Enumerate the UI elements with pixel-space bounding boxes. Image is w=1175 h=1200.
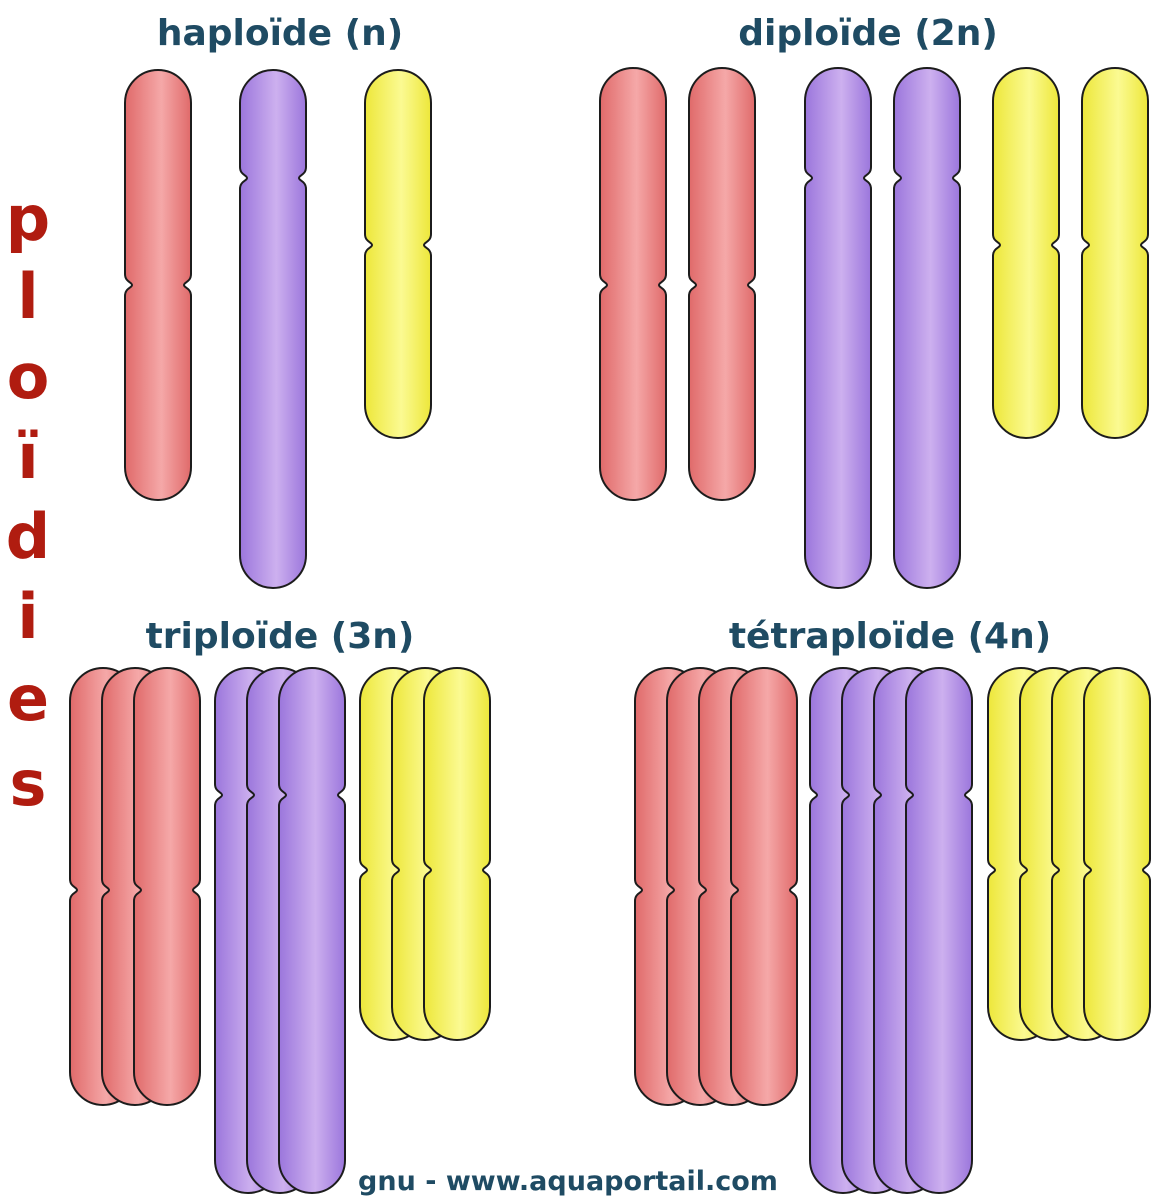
- side-letter-6: i: [17, 580, 38, 653]
- chromosome-purple-a: [804, 67, 872, 589]
- panel-haploid: [124, 69, 432, 589]
- chromosome-yellow-b: [1081, 67, 1149, 439]
- title-tetraploid: tétraploïde (4n): [729, 616, 1051, 657]
- side-letter-7: e: [7, 662, 49, 735]
- chromosome-yellow-a: [992, 67, 1060, 439]
- chromosome-yellow-a: [364, 69, 432, 439]
- chromosome-set-red: [124, 69, 192, 501]
- chromosome-red-a: [124, 69, 192, 501]
- chromosome-yellow-c: [423, 667, 491, 1041]
- chromosome-set-red: [69, 667, 201, 1106]
- chromosome-purple-c: [278, 667, 346, 1194]
- panel-triploid: [69, 667, 491, 1194]
- chromosome-yellow-d: [1083, 667, 1151, 1041]
- side-letter-1: p: [6, 182, 50, 255]
- side-letter-5: d: [6, 500, 50, 573]
- chromosome-set-yellow: [992, 67, 1149, 439]
- chromosome-purple-a: [239, 69, 307, 589]
- chromosome-set-purple: [804, 67, 961, 589]
- chromosome-set-purple: [239, 69, 307, 589]
- panel-tetraploid: [634, 667, 1151, 1194]
- side-letter-3: o: [7, 340, 50, 413]
- chromosome-red-c: [133, 667, 201, 1106]
- title-diploid: diploïde (2n): [738, 13, 998, 54]
- chromosome-set-yellow: [359, 667, 491, 1041]
- chromosome-purple-d: [905, 667, 973, 1194]
- chromosome-set-red: [634, 667, 798, 1106]
- chromosome-red-a: [599, 67, 667, 501]
- side-label-ploidies: p l o ï d i e s: [6, 182, 50, 820]
- chromosome-purple-b: [893, 67, 961, 589]
- chromosome-set-red: [599, 67, 756, 501]
- credit-text: gnu - www.aquaportail.com: [358, 1166, 778, 1197]
- title-triploid: triploïde (3n): [146, 616, 415, 657]
- chromosome-red-d: [730, 667, 798, 1106]
- title-haploid: haploïde (n): [157, 13, 403, 54]
- chromosome-set-purple: [809, 667, 973, 1194]
- chromosome-red-b: [688, 67, 756, 501]
- side-letter-4: ï: [17, 420, 38, 493]
- side-letter-8: s: [10, 747, 47, 820]
- chromosome-set-yellow: [364, 69, 432, 439]
- chromosome-set-purple: [214, 667, 346, 1194]
- chromosome-set-yellow: [987, 667, 1151, 1041]
- panel-diploid: [599, 67, 1149, 589]
- side-letter-2: l: [17, 260, 38, 333]
